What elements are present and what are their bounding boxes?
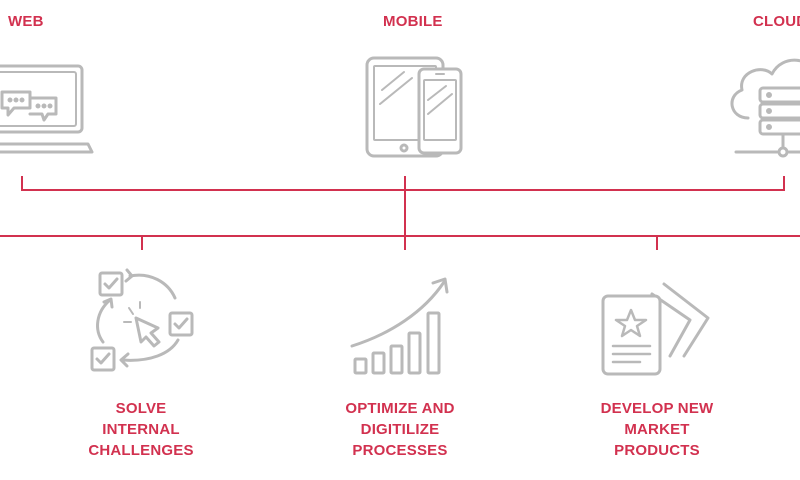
task-cycle-cursor-icon [90,268,194,372]
label-cloud: CLOUD [753,13,800,30]
label-optimize-line-3: PROCESSES [352,442,448,459]
label-develop-line-2: MARKET [624,421,690,438]
label-web: WEB [8,13,44,30]
top-bracket-line [21,176,785,191]
label-solve-line-2: INTERNAL [102,421,180,438]
label-solve-line-1: SOLVE [115,400,167,417]
label-develop-line-1: DEVELOP NEW [600,400,714,417]
label-mobile: MOBILE [383,13,443,30]
label-develop: DEVELOP NEW MARKET PRODUCTS [582,398,732,461]
label-optimize: OPTIMIZE AND DIGITILIZE PROCESSES [325,398,475,461]
connector-lines [0,176,800,250]
tablet-phone-icon [365,56,463,158]
label-optimize-line-1: OPTIMIZE AND [345,400,455,417]
growth-chart-icon [350,277,449,375]
label-solve: SOLVE INTERNAL CHALLENGES [66,398,216,461]
label-solve-line-3: CHALLENGES [88,442,194,459]
label-optimize-line-2: DIGITILIZE [360,421,440,438]
product-cards-icon [601,282,710,376]
laptop-chat-icon [0,64,94,154]
label-develop-line-3: PRODUCTS [614,442,700,459]
cloud-server-icon [730,58,800,158]
